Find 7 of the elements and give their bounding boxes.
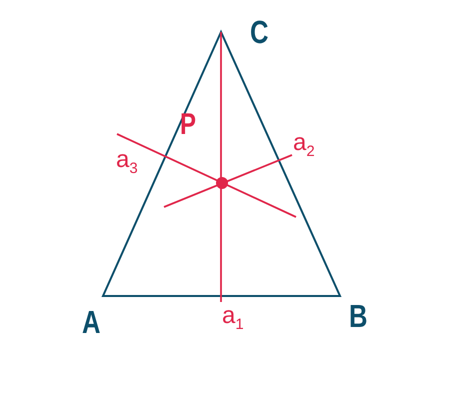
vertex-label: C xyxy=(250,16,268,48)
line-label: a$_{3}$ xyxy=(116,148,138,176)
vertex-label: A xyxy=(82,306,100,338)
line-label: a$_{1}$ xyxy=(222,304,244,332)
line-label: a$_{2}$ xyxy=(293,131,315,159)
vertex-label: B xyxy=(349,300,368,332)
point-label: P xyxy=(180,110,196,140)
